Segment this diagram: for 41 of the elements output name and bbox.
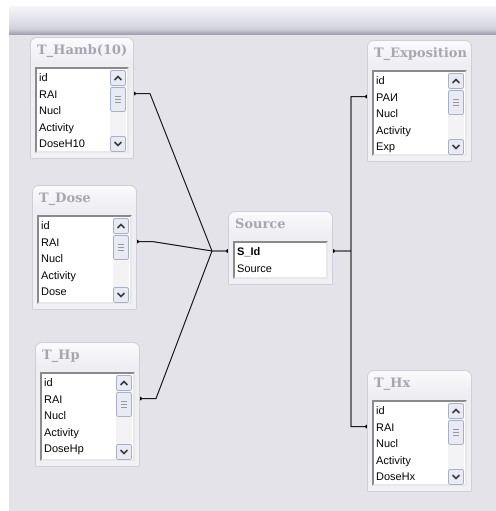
field-name: DoseHp <box>44 442 84 456</box>
table-title: T_Hp <box>42 348 80 363</box>
table-title: T_Hx <box>374 376 410 391</box>
field-name: Exp <box>376 140 395 154</box>
field-name: Activity <box>41 268 76 283</box>
table-title: T_Hamb(10) <box>37 43 128 58</box>
field-name: RAI <box>39 88 58 102</box>
table-box <box>32 185 137 310</box>
table-box <box>35 342 140 467</box>
field-name: Activity <box>39 120 74 135</box>
field-name: id <box>376 74 385 88</box>
table-title: T_Exposition <box>374 46 467 61</box>
field-name: Source <box>237 262 272 276</box>
field-name: DoseHx <box>376 470 416 484</box>
field-name: S_Id <box>237 245 260 259</box>
field-name: РАИ <box>376 90 398 105</box>
table-box <box>228 211 333 285</box>
field-name: DoseH10 <box>39 137 85 152</box>
field-name: Nucl <box>44 409 66 424</box>
field-name: id <box>39 71 48 85</box>
field-name: Activity <box>376 124 411 138</box>
table-box <box>367 40 472 162</box>
table-title: T_Dose <box>39 191 91 206</box>
field-name: Nucl <box>376 437 398 452</box>
field-name: RAI <box>376 420 394 435</box>
relationship-line <box>138 249 230 400</box>
field-name: id <box>41 219 50 233</box>
field-name: Nucl <box>376 107 398 122</box>
field-name: RAI <box>44 392 62 407</box>
field-name: Nucl <box>39 104 62 118</box>
field-name: Activity <box>44 426 79 440</box>
field-name: Dose <box>41 285 67 300</box>
field-name: RAI <box>41 236 60 250</box>
table-box <box>30 37 134 159</box>
field-name: Nucl <box>41 252 64 266</box>
table-box <box>367 370 472 492</box>
field-name: id <box>44 376 53 390</box>
field-name: id <box>376 404 385 418</box>
table-title: Source <box>235 217 286 232</box>
field-name: Activity <box>376 454 411 468</box>
relationship-line <box>331 249 369 428</box>
